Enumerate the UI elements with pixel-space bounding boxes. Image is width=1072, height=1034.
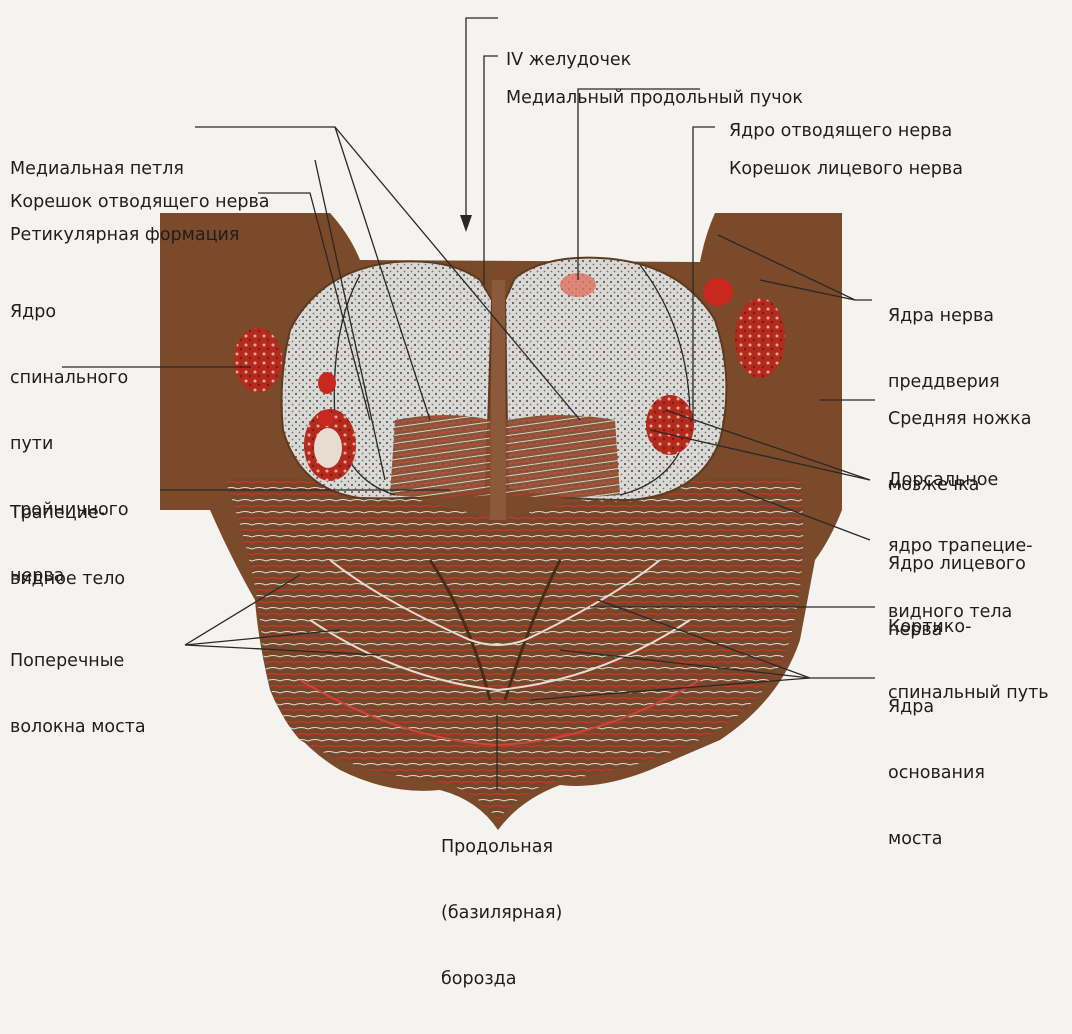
medial-lemniscus-band — [390, 415, 490, 498]
label-basilar-sulcus: Продольная (базилярная) борозда — [441, 792, 562, 1034]
abducens-spot-left — [318, 372, 336, 394]
trapezoid-band — [506, 415, 620, 498]
label-pontine-nuclei: Ядра основания моста — [888, 652, 985, 894]
tissue-section — [160, 213, 842, 830]
vestibular-nucleus-1 — [703, 278, 733, 306]
basilar-pons — [225, 478, 803, 821]
facial-nucleus-left-core — [314, 428, 342, 468]
vestibular-nucleus-2 — [735, 298, 785, 378]
label-facial-nerve-root: Корешок лицевого нерва — [729, 114, 963, 224]
pons-cross-section-figure: IV желудочек Медиальный продольный пучок… — [0, 0, 1072, 862]
abducens-spot-left-2 — [318, 410, 334, 426]
label-transverse-pontine-fibers: Поперечные волокна моста — [10, 606, 146, 782]
dorsal-trapezoid-nucleus — [646, 395, 694, 455]
spinal-trigeminal-nucleus — [234, 328, 282, 392]
